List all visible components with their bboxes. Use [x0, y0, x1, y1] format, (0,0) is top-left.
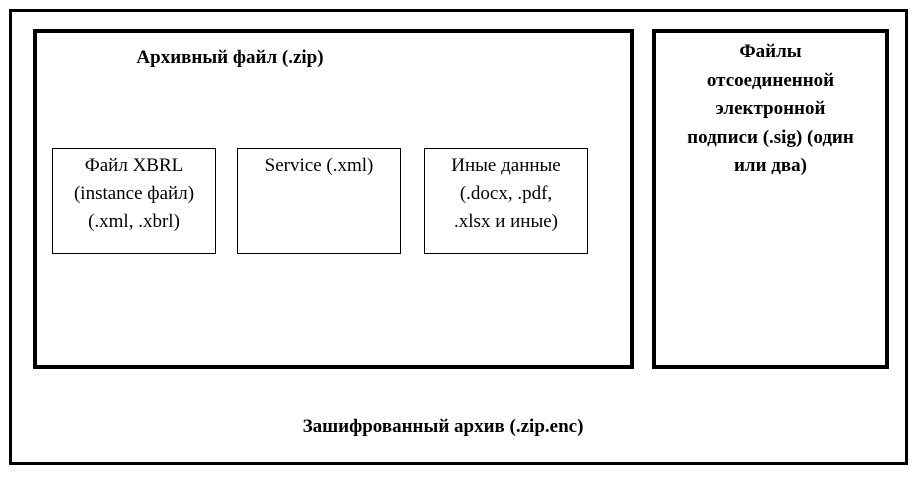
signature-files-label: Файлы отсоединенной электронной подписи …	[660, 38, 881, 181]
signature-label-line-5: или два)	[733, 155, 807, 176]
xbrl-file-line-2: (instance файл)	[73, 183, 195, 204]
xbrl-file-box: Файл XBRL (instance файл) (.xml, .xbrl)	[52, 148, 216, 254]
encrypted-archive-box	[9, 9, 908, 465]
encrypted-archive-label: Зашифрованный архив (.zip.enc)	[302, 416, 584, 437]
service-file-line-1: Service (.xml)	[264, 155, 374, 176]
zip-archive-label: Архивный файл (.zip)	[136, 47, 324, 68]
signature-files-box	[652, 29, 889, 369]
xbrl-file-line-3: (.xml, .xbrl)	[88, 211, 180, 232]
other-data-line-2: (.docx, .pdf,	[459, 183, 553, 204]
service-file-box: Service (.xml)	[237, 148, 401, 254]
other-data-line-1: Иные данные	[451, 155, 561, 176]
zip-archive-box	[33, 29, 634, 369]
signature-label-line-3: электронной	[715, 98, 826, 119]
other-data-file-box: Иные данные (.docx, .pdf, .xlsx и иные)	[424, 148, 588, 254]
signature-label-line-1: Файлы	[739, 41, 802, 62]
signature-label-line-4: подписи (.sig) (один	[687, 126, 854, 148]
other-data-line-3: .xlsx и иные)	[454, 211, 558, 232]
signature-label-line-2: отсоединенной	[706, 69, 835, 91]
xbrl-file-line-1: Файл XBRL	[84, 155, 184, 176]
